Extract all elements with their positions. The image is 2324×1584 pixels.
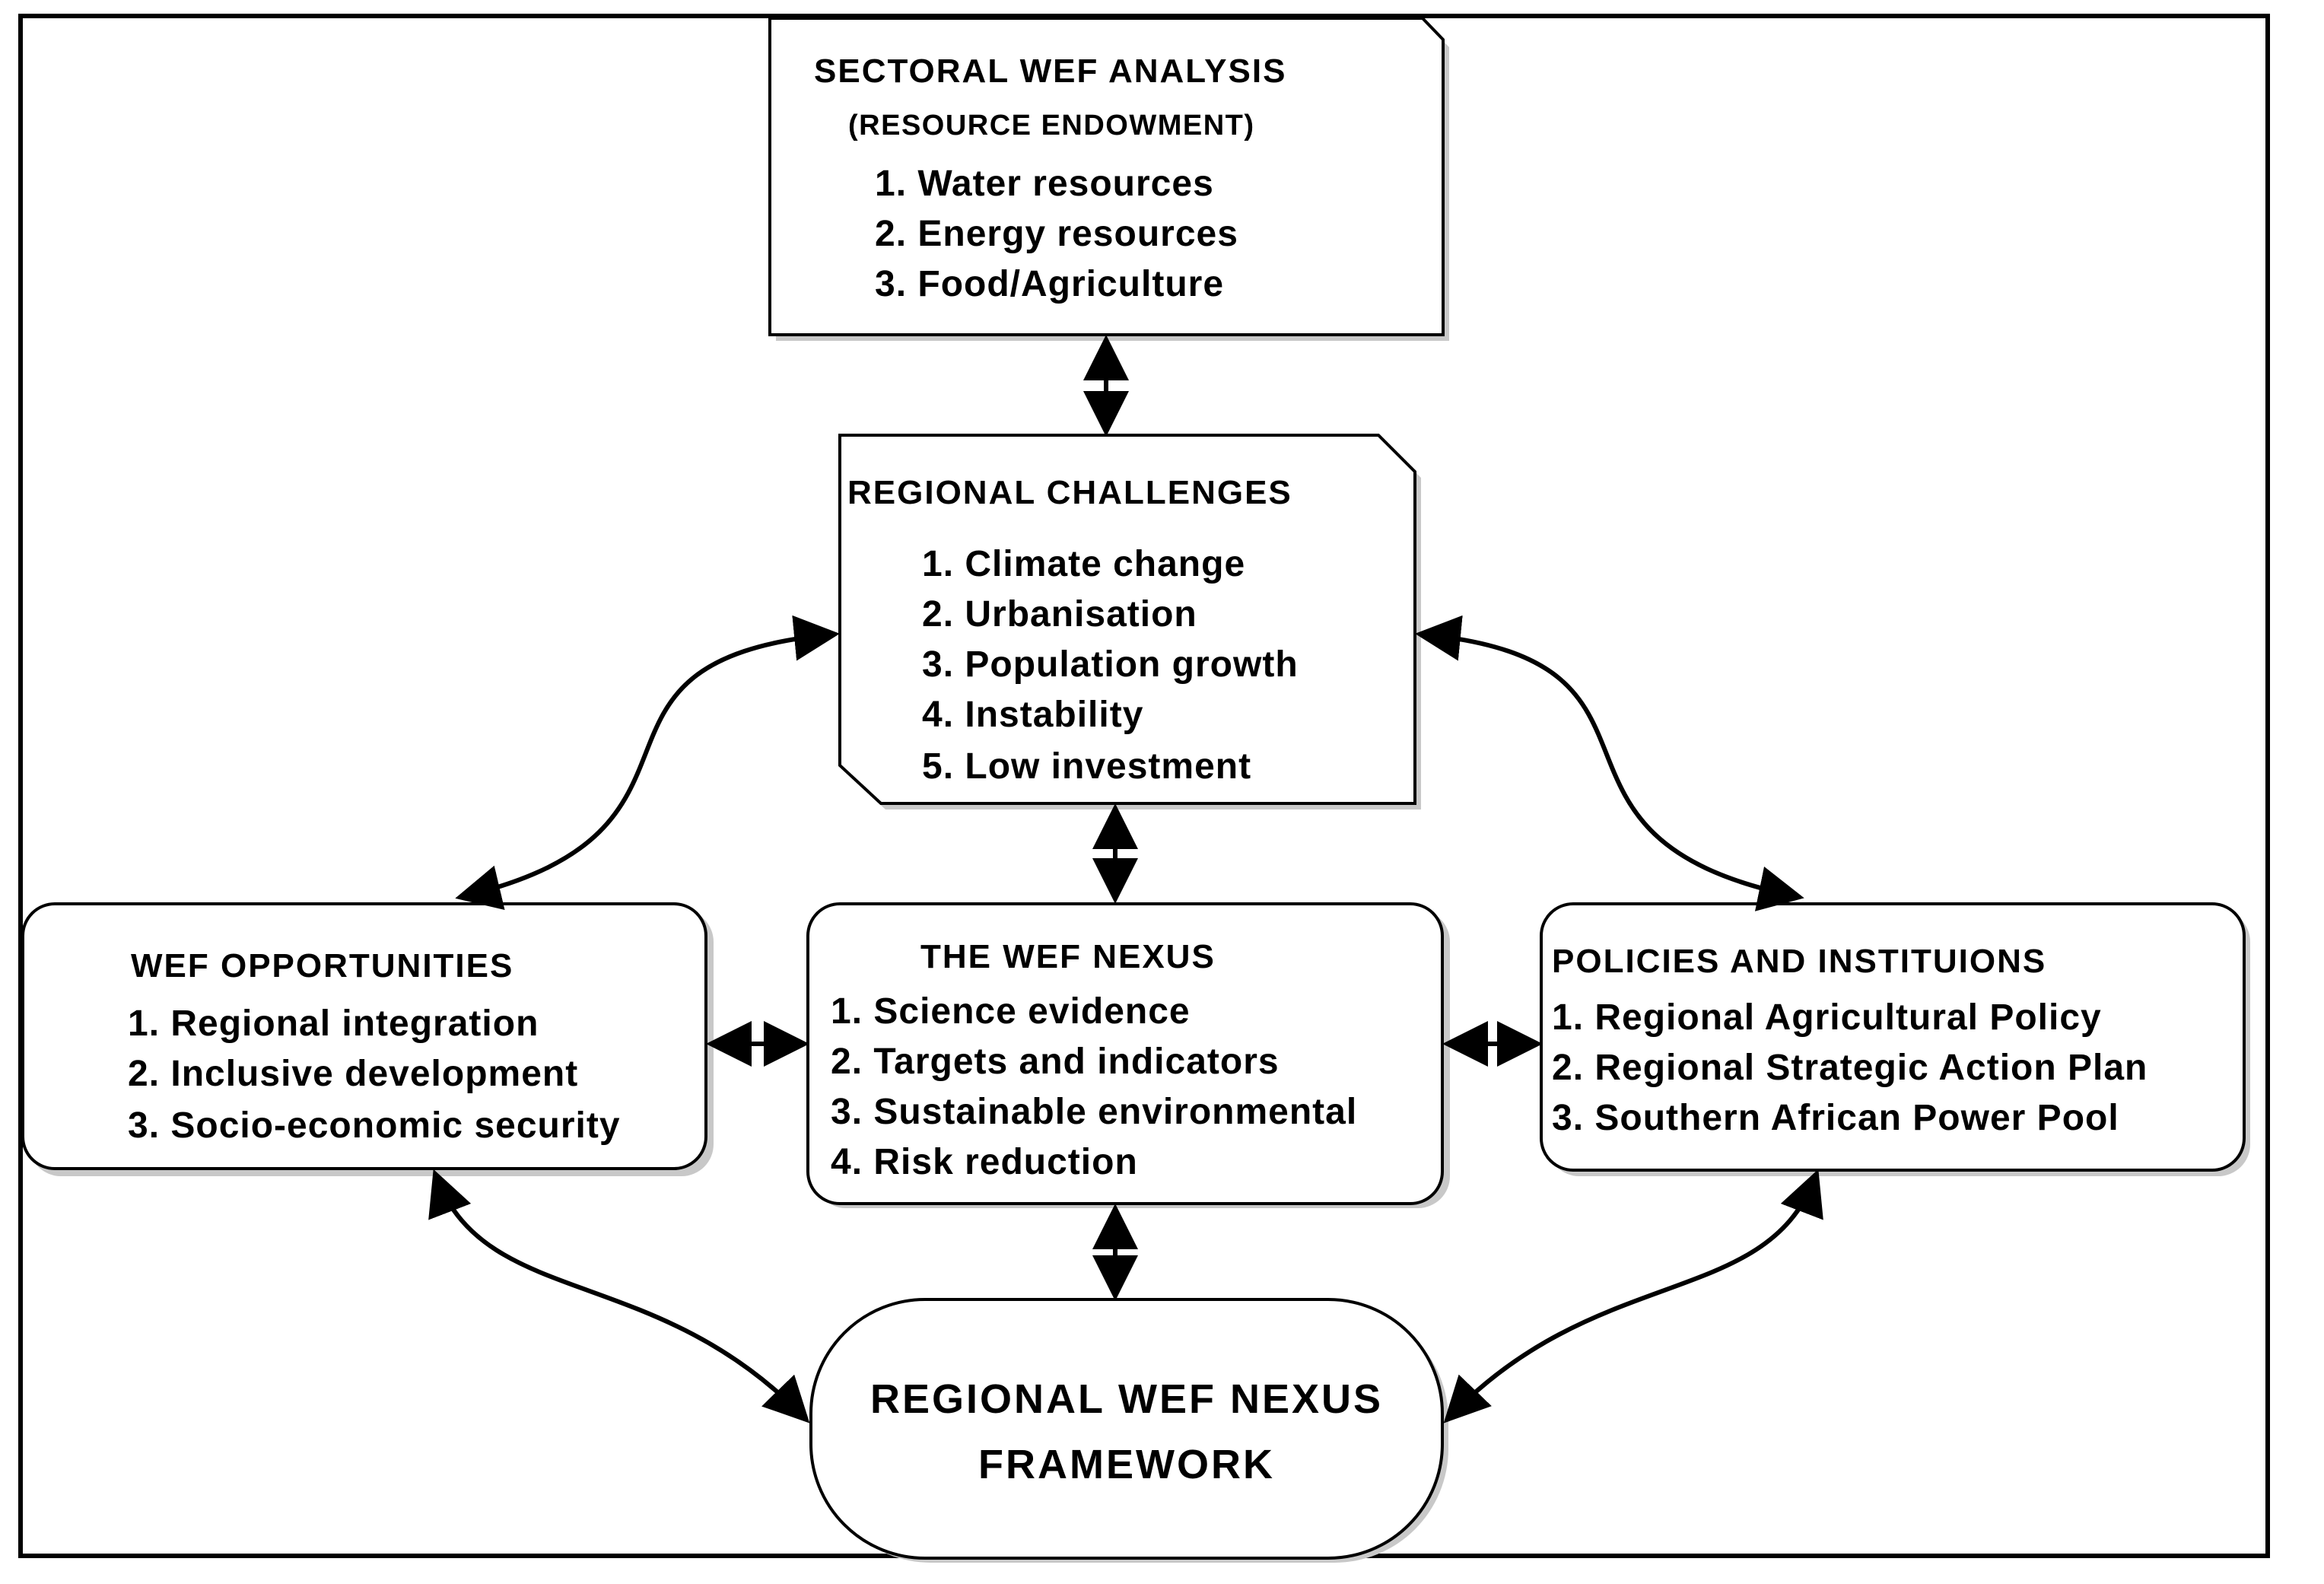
policies-item-agricultural: 1. Regional Agricultural Policy: [1552, 997, 2102, 1038]
sectoral-subtitle: (RESOURCE ENDOWMENT): [848, 110, 1255, 142]
sectoral-item-energy: 2. Energy resources: [875, 214, 1238, 254]
framework-line-1: REGIONAL WEF NEXUS: [870, 1376, 1384, 1422]
framework-box: [809, 1298, 1444, 1560]
challenges-item-population: 3. Population growth: [922, 644, 1299, 685]
nexus-title: THE WEF NEXUS: [920, 938, 1216, 975]
nexus-item-science: 1. Science evidence: [831, 991, 1191, 1032]
framework-line-2: FRAMEWORK: [978, 1442, 1275, 1487]
nexus-item-targets: 2. Targets and indicators: [831, 1042, 1280, 1082]
sectoral-item-water: 1. Water resources: [875, 164, 1214, 204]
sectoral-title: SECTORAL WEF ANALYSIS: [814, 52, 1287, 90]
challenges-item-instability: 4. Instability: [922, 695, 1144, 735]
challenges-item-climate: 1. Climate change: [922, 544, 1246, 584]
policies-item-power-pool: 3. Southern African Power Pool: [1552, 1098, 2119, 1138]
arrow-challenges-policies: [1415, 615, 1804, 911]
arrow-opportunities-framework: [428, 1169, 810, 1423]
opportunities-title: WEF OPPORTUNITIES: [131, 947, 514, 984]
opportunities-item-integration: 1. Regional integration: [128, 1004, 539, 1044]
policies-title: POLICIES AND INSTITUIONS: [1552, 943, 2047, 980]
connectors: [428, 335, 1823, 1423]
challenges-item-investment: 5. Low investment: [922, 746, 1252, 787]
nexus-item-sustainable: 3. Sustainable environmental: [831, 1092, 1358, 1132]
nexus-item-risk: 4. Risk reduction: [831, 1142, 1138, 1182]
challenges-box: [838, 434, 1416, 805]
opportunities-item-security: 3. Socio-economic security: [128, 1105, 621, 1146]
arrow-challenges-opportunities: [455, 615, 840, 911]
challenges-item-urbanisation: 2. Urbanisation: [922, 594, 1197, 635]
arrow-policies-framework: [1443, 1169, 1823, 1423]
challenges-title: REGIONAL CHALLENGES: [847, 474, 1292, 511]
sectoral-box: [768, 17, 1445, 336]
opportunities-item-inclusive: 2. Inclusive development: [128, 1054, 579, 1094]
sectoral-item-food: 3. Food/Agriculture: [875, 264, 1225, 304]
policies-item-strategic: 2. Regional Strategic Action Plan: [1552, 1048, 2148, 1088]
